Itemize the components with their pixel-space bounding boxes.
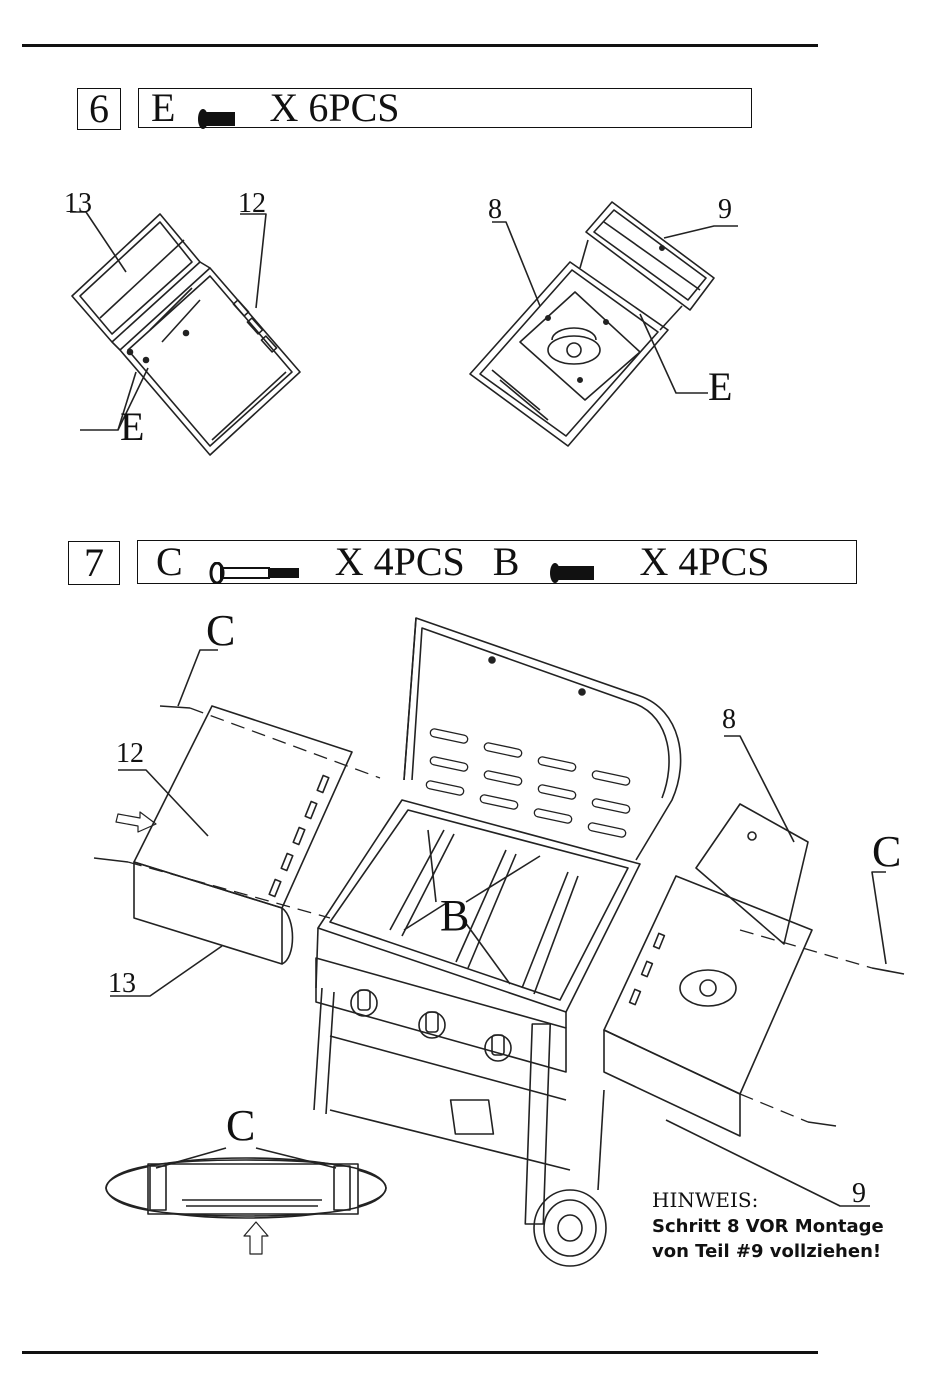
step-6-label-13: 13 <box>64 188 92 219</box>
step-6-label-e-left: E <box>120 404 144 449</box>
step-6-right-shelf-drawing <box>470 202 738 446</box>
step-6-left-shelf-drawing <box>70 212 300 455</box>
step-6-label-9: 9 <box>718 194 732 225</box>
step-6-label-8: 8 <box>488 194 502 225</box>
note-line-2: von Teil #9 vollziehen! <box>652 1241 912 1262</box>
step-7-label-c-right: C <box>872 827 901 876</box>
note-heading: HINWEIS: <box>652 1188 912 1212</box>
step-7-grill-drawing <box>94 618 904 1266</box>
step-6-label-12: 12 <box>238 188 266 219</box>
step-6-label-e-right: E <box>708 364 732 409</box>
step-7-label-b: B <box>440 891 469 940</box>
wheel <box>534 1190 606 1266</box>
note-line-1: Schritt 8 VOR Montage <box>652 1216 912 1237</box>
step-7-label-8: 8 <box>722 704 736 735</box>
step-7-label-c-left: C <box>206 606 235 655</box>
inset-detail <box>106 1148 386 1254</box>
step-7-label-12: 12 <box>116 738 144 769</box>
step-7-label-c-inset: C <box>226 1101 255 1150</box>
assembly-note: HINWEIS: Schritt 8 VOR Montage von Teil … <box>652 1188 912 1262</box>
step-7-label-13: 13 <box>108 968 136 999</box>
